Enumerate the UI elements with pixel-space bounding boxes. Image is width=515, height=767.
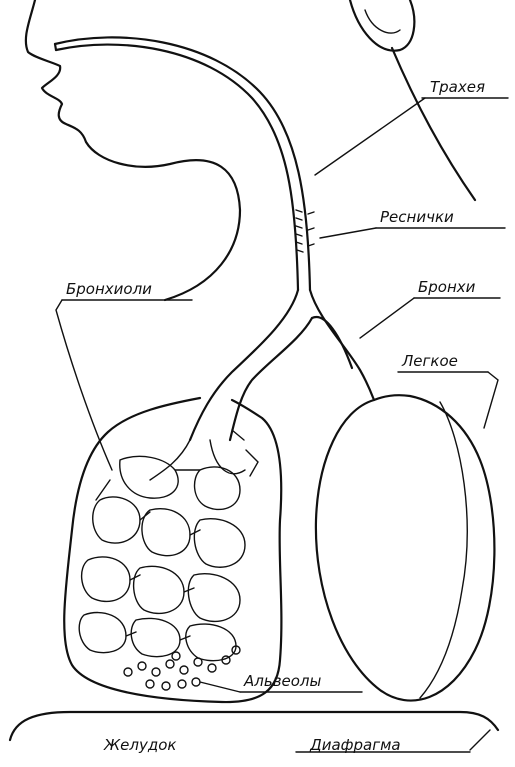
bronchiole-network	[79, 430, 258, 661]
label-bronchioles: Бронхиоли	[66, 280, 152, 298]
airway-tube-inner	[56, 45, 298, 290]
airway-tube-outer	[55, 37, 310, 290]
pointer-lung	[484, 372, 498, 428]
left-lung-outline	[64, 398, 281, 702]
alveoli-dots	[124, 646, 240, 690]
bronchus-fork	[312, 317, 352, 368]
tube-tip	[55, 44, 56, 50]
label-bronchi: Бронхи	[418, 278, 476, 296]
ear-inner	[365, 10, 400, 33]
label-lung: Легкое	[401, 352, 458, 370]
pointer-bronchioles	[56, 300, 112, 470]
pointer-trachea	[315, 98, 425, 175]
pointer-bronchi	[360, 298, 414, 338]
neck-outline	[392, 48, 475, 200]
label-diaphragm: Диафрагма	[309, 736, 401, 754]
label-trachea: Трахея	[430, 78, 485, 96]
pointer-alveoli	[200, 682, 240, 692]
label-stomach: Желудок	[103, 736, 176, 754]
pointer-diaphragm	[470, 730, 490, 750]
diaphragm-line	[10, 712, 498, 740]
right-lung-crease	[420, 402, 467, 698]
pointer-cilia	[320, 228, 376, 238]
label-cilia: Реснички	[380, 208, 454, 226]
label-alveoli: Альвеолы	[243, 672, 322, 690]
pointer-lines	[56, 98, 508, 752]
ear-outline	[350, 0, 414, 51]
right-lung-outline	[316, 395, 495, 700]
left-bronchus-inner	[230, 318, 312, 440]
left-bronchus	[190, 290, 298, 440]
